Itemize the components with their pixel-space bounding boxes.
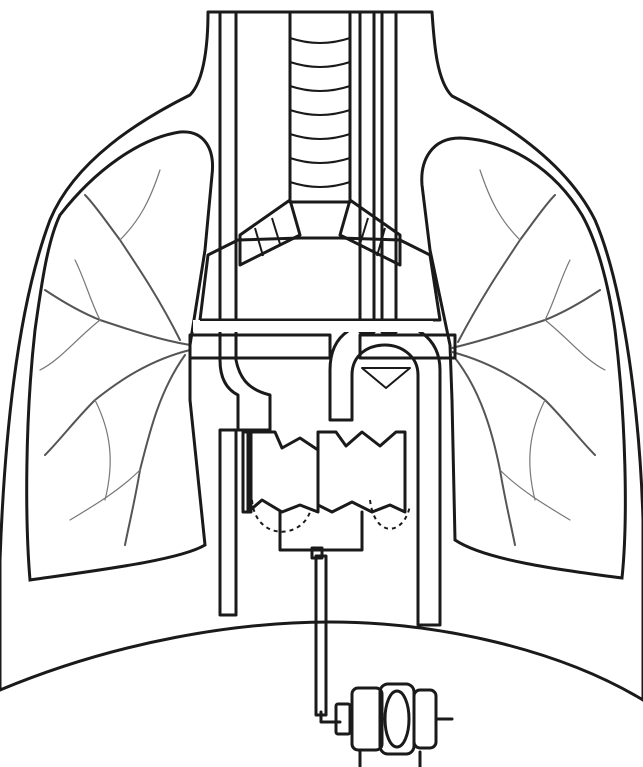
right-pump-chamber [318, 432, 405, 512]
valve [362, 368, 410, 388]
diaphragm-line [0, 622, 643, 700]
left-pump-chamber [248, 432, 318, 512]
arterial-tube-1 [360, 12, 374, 332]
pump-linkage [280, 512, 362, 550]
trachea [240, 12, 400, 265]
left-pulmonary-trunk [190, 335, 330, 358]
lower-venous-tube [220, 430, 236, 615]
drive-rod [316, 556, 326, 715]
arterial-tube-2 [382, 12, 396, 332]
electric-motor [336, 684, 452, 767]
